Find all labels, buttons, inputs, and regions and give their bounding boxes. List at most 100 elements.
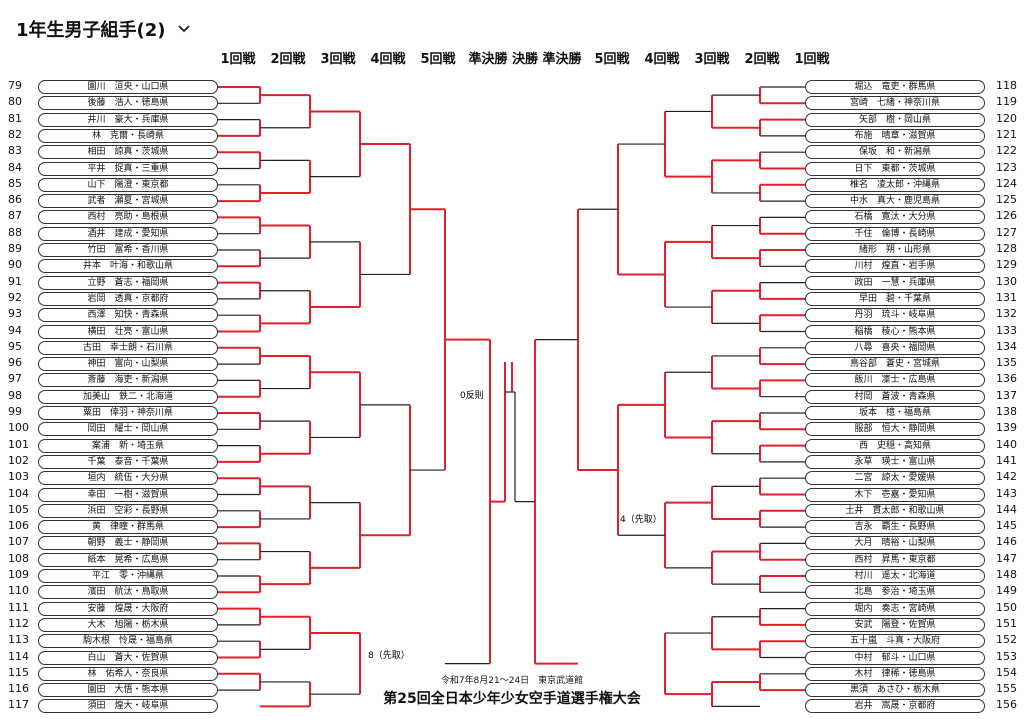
player-entry[interactable]: 斎藤 海吏・新潟県: [38, 373, 218, 388]
player-entry[interactable]: 濱田 航汰・鳥取県: [38, 585, 218, 600]
player-entry[interactable]: 飯川 凜士・広島県: [805, 373, 985, 388]
player-entry[interactable]: 岡田 耀士・岡山県: [38, 422, 218, 437]
chevron-down-icon[interactable]: [176, 21, 192, 37]
entry-number: 97: [8, 372, 22, 386]
player-entry[interactable]: 椎名 凌太郎・沖縄県: [805, 177, 985, 192]
entry-number: 98: [8, 388, 22, 402]
player-entry[interactable]: 村川 遥太・北海道: [805, 569, 985, 583]
entry-number: 141: [996, 453, 1017, 467]
player-entry[interactable]: 駒木根 怜晟・福島県: [38, 634, 218, 649]
player-entry[interactable]: 山下 陽澄・東京都: [38, 177, 218, 192]
player-entry[interactable]: 木村 律稀・徳島県: [805, 666, 985, 681]
player-entry[interactable]: 須田 煌大・岐阜県: [38, 699, 218, 714]
round-header: 4回戦: [370, 52, 406, 67]
player-entry[interactable]: 八尋 喜央・福岡県: [805, 340, 985, 355]
player-entry[interactable]: 木下 壱嘉・愛知県: [805, 487, 985, 502]
player-entry[interactable]: 吉永 覇生・長野県: [805, 520, 985, 535]
player-entry[interactable]: 井川 豪大・兵庫県: [38, 112, 218, 127]
player-entry[interactable]: 布施 晴章・滋賀県: [805, 128, 985, 143]
entry-number: 128: [996, 242, 1017, 255]
entry-number: 85: [8, 176, 22, 190]
player-entry[interactable]: 川村 煌直・岩手県: [805, 259, 985, 274]
player-entry[interactable]: 相田 諒真・茨城県: [38, 145, 218, 160]
player-entry[interactable]: 宮崎 七緒・神奈川県: [805, 96, 985, 111]
player-entry[interactable]: 日下 東都・茨城県: [805, 161, 985, 176]
player-entry[interactable]: 加美山 鉄二・北海道: [38, 389, 218, 404]
player-entry[interactable]: 北島 参治・埼玉県: [805, 585, 985, 600]
entry-number: 86: [8, 193, 22, 207]
player-entry[interactable]: 早田 碧・千葉県: [805, 291, 985, 306]
player-entry[interactable]: 紙本 晃希・広島県: [38, 552, 218, 567]
player-entry[interactable]: 黄 律瞳・群馬県: [38, 520, 218, 535]
entry-number: 100: [8, 421, 29, 435]
player-entry[interactable]: 石橋 寛汰・大分県: [805, 210, 985, 225]
entry-number: 94: [8, 323, 22, 337]
player-entry[interactable]: 中水 真大・鹿児島県: [805, 194, 985, 209]
player-entry[interactable]: 堀内 奏志・宮崎県: [805, 601, 985, 616]
player-entry[interactable]: 西澤 知快・青森県: [38, 308, 218, 323]
player-entry[interactable]: 中村 郁斗・山口県: [805, 650, 985, 665]
player-entry[interactable]: 幸田 一樹・滋賀県: [38, 487, 218, 502]
entry-number: 121: [996, 127, 1017, 141]
player-entry[interactable]: 千葉 泰音・千葉県: [38, 454, 218, 469]
entry-number: 90: [8, 258, 22, 272]
entry-number: 148: [996, 568, 1017, 581]
player-entry[interactable]: 後藤 浩人・徳島県: [38, 96, 218, 111]
player-entry[interactable]: 案浦 新・埼玉県: [38, 438, 218, 453]
player-entry[interactable]: 朝野 義士・静岡県: [38, 536, 218, 551]
player-entry[interactable]: 保坂 和・新潟県: [805, 145, 985, 160]
player-entry[interactable]: 園田 大悟・熊本県: [38, 683, 218, 698]
player-entry[interactable]: 岩岡 透真・京都府: [38, 291, 218, 306]
player-entry[interactable]: 安藤 煌晟・大阪府: [38, 601, 218, 616]
player-entry[interactable]: 黒須 あさひ・栃木県: [805, 683, 985, 698]
player-entry[interactable]: 土井 貫太郎・和歌山県: [805, 503, 985, 518]
entry-number: 91: [8, 274, 22, 288]
player-entry[interactable]: 鳥谷部 蒼史・宮城県: [805, 357, 985, 372]
player-entry[interactable]: 緒形 朔・山形県: [805, 243, 985, 257]
player-entry[interactable]: 横田 壮亮・富山県: [38, 324, 218, 339]
player-entry[interactable]: 五十嵐 斗真・大阪府: [805, 634, 985, 649]
player-entry[interactable]: 井本 叶海・和歌山県: [38, 259, 218, 274]
entry-number: 87: [8, 209, 22, 223]
player-entry[interactable]: 平井 捉真・三重県: [38, 161, 218, 176]
player-entry[interactable]: 大月 晴裕・山梨県: [805, 536, 985, 551]
player-entry[interactable]: 堀込 竜吏・群馬県: [805, 80, 985, 94]
player-entry[interactable]: 古田 幸士朗・石川県: [38, 340, 218, 355]
entry-number: 93: [8, 307, 22, 321]
player-entry[interactable]: 西村 昇馬・東京都: [805, 552, 985, 567]
player-entry[interactable]: 丹羽 琉斗・岐阜県: [805, 308, 985, 323]
player-entry[interactable]: 立野 蒼志・福岡県: [38, 275, 218, 290]
player-entry[interactable]: 武者 瀬夏・宮城県: [38, 194, 218, 209]
player-entry[interactable]: 西 史穏・高知県: [805, 438, 985, 453]
entry-number: 146: [996, 535, 1017, 549]
entry-number: 84: [8, 160, 22, 174]
player-entry[interactable]: 園川 洹央・山口県: [38, 80, 218, 94]
player-entry[interactable]: 安武 陽登・佐賀県: [805, 617, 985, 632]
player-entry[interactable]: 浜田 空彩・長野県: [38, 503, 218, 518]
player-entry[interactable]: 二宮 諒太・愛媛県: [805, 471, 985, 486]
player-entry[interactable]: 林 克爾・長崎県: [38, 128, 218, 143]
player-entry[interactable]: 粟田 倖羽・神奈川県: [38, 406, 218, 420]
player-entry[interactable]: 西村 亮助・島根県: [38, 210, 218, 225]
player-entry[interactable]: 服部 恒大・静岡県: [805, 422, 985, 437]
player-entry[interactable]: 大木 旭陽・栃木県: [38, 617, 218, 632]
player-entry[interactable]: 林 佑希人・奈良県: [38, 666, 218, 681]
player-entry[interactable]: 白山 蒼大・佐賀県: [38, 650, 218, 665]
entry-number: 125: [996, 193, 1017, 207]
player-entry[interactable]: 矢部 樹・岡山県: [805, 112, 985, 127]
player-entry[interactable]: 永草 瑛士・富山県: [805, 454, 985, 469]
entry-number: 102: [8, 453, 29, 467]
player-entry[interactable]: 神田 富向・山梨県: [38, 357, 218, 372]
player-entry[interactable]: 酒井 建成・愛知県: [38, 226, 218, 241]
round-header: 1回戦: [794, 52, 830, 67]
player-entry[interactable]: 坂本 檍・福島県: [805, 406, 985, 420]
player-entry[interactable]: 竹田 冨希・香川県: [38, 243, 218, 257]
player-entry[interactable]: 稲橋 稜心・熊本県: [805, 324, 985, 339]
player-entry[interactable]: 岩井 嵩晟・京都府: [805, 699, 985, 714]
player-entry[interactable]: 政田 一慧・兵庫県: [805, 275, 985, 290]
player-entry[interactable]: 千住 倫博・長崎県: [805, 226, 985, 241]
player-entry[interactable]: 平江 零・沖縄県: [38, 569, 218, 583]
page-title-text: 1年生男子組手(2): [16, 20, 166, 41]
player-entry[interactable]: 垣内 統伍・大分県: [38, 471, 218, 486]
player-entry[interactable]: 村岡 蒼波・青森県: [805, 389, 985, 404]
